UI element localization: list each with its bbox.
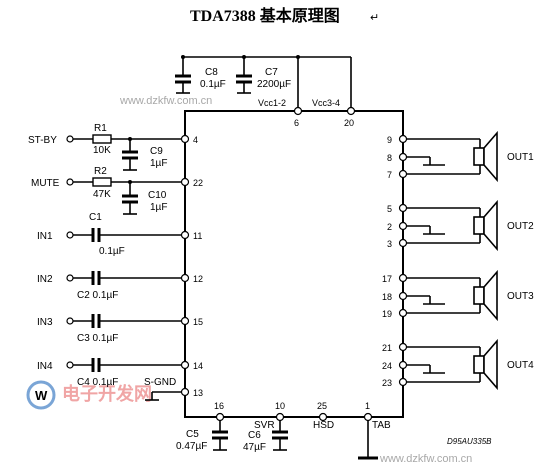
stby-label: ST-BY bbox=[28, 135, 57, 146]
pin-6 bbox=[293, 106, 303, 116]
pin-label-8: 8 bbox=[387, 153, 392, 163]
out1-label: OUT1 bbox=[507, 152, 534, 163]
right-pins bbox=[398, 134, 408, 387]
standby-mute-network bbox=[66, 134, 181, 215]
c7-value: 2200µF bbox=[257, 79, 291, 90]
pin-10 bbox=[275, 412, 285, 422]
pin-label-9: 9 bbox=[387, 135, 392, 145]
c7-label: C7 bbox=[265, 67, 278, 78]
pin-16 bbox=[215, 412, 225, 422]
in1-label: IN1 bbox=[37, 231, 53, 242]
c5-label: C5 bbox=[186, 429, 199, 440]
c2-label: C2 0.1µF bbox=[77, 290, 118, 301]
svr-label: SVR bbox=[254, 420, 275, 431]
r1-value: 10K bbox=[93, 145, 111, 156]
hsd-label: HSD bbox=[313, 420, 334, 431]
output-network bbox=[406, 138, 481, 383]
speaker-icon bbox=[473, 338, 498, 391]
pin-label-14: 14 bbox=[193, 361, 203, 371]
supply-network bbox=[175, 55, 352, 111]
in4-label: IN4 bbox=[37, 361, 53, 372]
mute-label: MUTE bbox=[31, 178, 60, 189]
tab-label: TAB bbox=[372, 420, 391, 431]
pin-1 bbox=[363, 412, 373, 422]
watermark-top: www.dzkfw.com.cn bbox=[119, 95, 212, 107]
in2-label: IN2 bbox=[37, 274, 53, 285]
pin-label-15: 15 bbox=[193, 317, 203, 327]
bottom-network bbox=[212, 416, 378, 460]
out3-label: OUT3 bbox=[507, 291, 534, 302]
r2-value: 47K bbox=[93, 189, 111, 200]
vcc34-label: Vcc3-4 bbox=[312, 98, 340, 108]
pin-label-1: 1 bbox=[365, 401, 370, 411]
pin-label-21: 21 bbox=[382, 343, 392, 353]
speaker-icon bbox=[473, 130, 498, 183]
pin-label-6: 6 bbox=[294, 118, 299, 128]
ic-body bbox=[184, 110, 404, 418]
pin-label-7: 7 bbox=[387, 170, 392, 180]
watermark-logo-text: 电子开发网 bbox=[62, 383, 152, 405]
left-pins bbox=[180, 134, 190, 397]
pin-label-20: 20 bbox=[344, 118, 354, 128]
speaker-icon bbox=[473, 199, 498, 252]
svg-text:W: W bbox=[35, 388, 48, 403]
pin-label-10: 10 bbox=[275, 401, 285, 411]
c1-label: C1 bbox=[89, 212, 102, 223]
c10-value: 1µF bbox=[150, 202, 167, 213]
input-network bbox=[66, 228, 181, 401]
c5-value: 0.47µF bbox=[176, 441, 207, 452]
c10-label: C10 bbox=[148, 190, 167, 201]
pin-25 bbox=[318, 412, 328, 422]
pin-label-24: 24 bbox=[382, 361, 392, 371]
pin-label-13: 13 bbox=[193, 388, 203, 398]
out4-label: OUT4 bbox=[507, 360, 534, 371]
pin-label-16: 16 bbox=[214, 401, 224, 411]
out2-label: OUT2 bbox=[507, 221, 534, 232]
in3-label: IN3 bbox=[37, 317, 53, 328]
pin-label-4: 4 bbox=[193, 135, 198, 145]
pin-label-19: 19 bbox=[382, 309, 392, 319]
pin-label-23: 23 bbox=[382, 378, 392, 388]
ic-code: D95AU335B bbox=[447, 437, 492, 446]
c6-value: 47µF bbox=[243, 442, 266, 453]
diagram-title: TDA7388 基本原理图 bbox=[190, 6, 340, 25]
logo-mark: W bbox=[26, 380, 56, 410]
pin-label-11: 11 bbox=[193, 231, 202, 241]
pin-label-22: 22 bbox=[193, 178, 203, 188]
r1-label: R1 bbox=[94, 123, 107, 134]
pin-label-2: 2 bbox=[387, 222, 392, 232]
sgnd-label: S-GND bbox=[144, 377, 176, 388]
pin-label-3: 3 bbox=[387, 239, 392, 249]
c1-value: 0.1µF bbox=[99, 246, 125, 257]
r2-label: R2 bbox=[94, 166, 107, 177]
watermark-bottom: www.dzkfw.com.cn bbox=[379, 453, 472, 465]
c3-label: C3 0.1µF bbox=[77, 333, 118, 344]
pin-20 bbox=[346, 106, 356, 116]
vcc12-label: Vcc1-2 bbox=[258, 98, 286, 108]
pin-label-18: 18 bbox=[382, 292, 392, 302]
pin-label-12: 12 bbox=[193, 274, 203, 284]
c9-value: 1µF bbox=[150, 158, 167, 169]
speaker-icon bbox=[473, 269, 498, 322]
c8-label: C8 bbox=[205, 67, 218, 78]
pin-label-25: 25 bbox=[317, 401, 327, 411]
pin-label-17: 17 bbox=[382, 274, 392, 284]
c6-label: C6 bbox=[248, 430, 261, 441]
c8-value: 0.1µF bbox=[200, 79, 226, 90]
c4-label: C4 0.1µF bbox=[77, 377, 118, 388]
pin-label-5: 5 bbox=[387, 204, 392, 214]
c9-label: C9 bbox=[150, 146, 163, 157]
title-return-mark: ↵ bbox=[370, 12, 379, 24]
